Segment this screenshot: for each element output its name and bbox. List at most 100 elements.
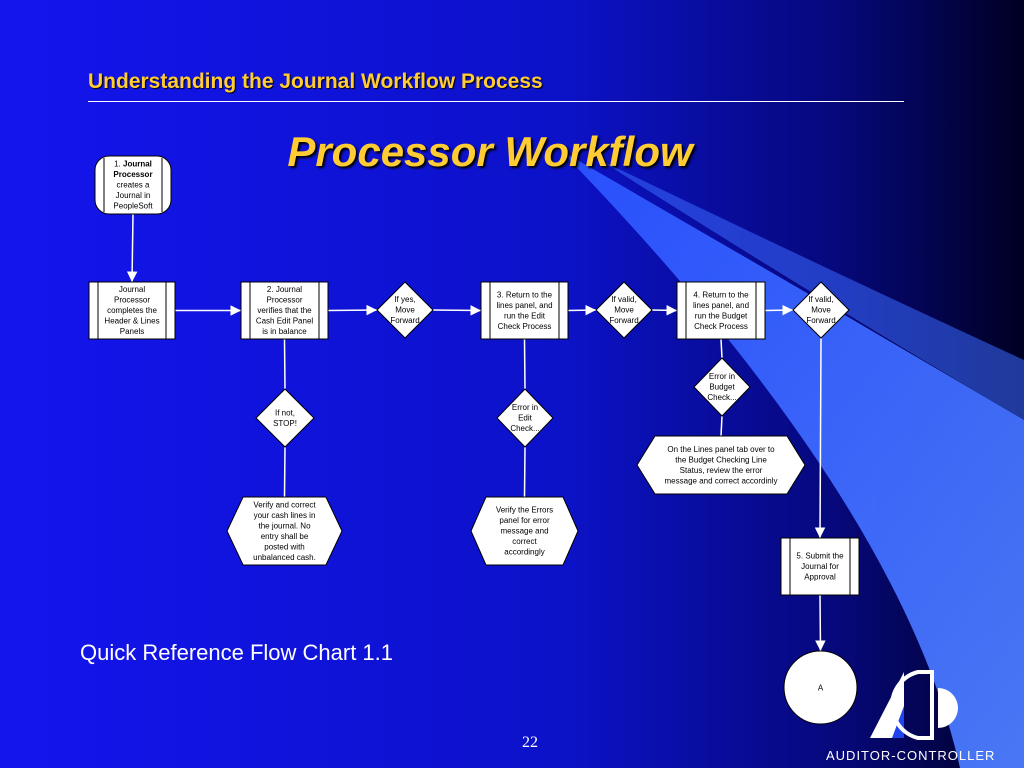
flow-edge-n4-d5 bbox=[523, 338, 526, 390]
logo-c-shape bbox=[938, 688, 958, 728]
flow-node-d6: Error in BudgetCheck... bbox=[693, 357, 751, 417]
flow-node-text: Error in bbox=[512, 403, 538, 412]
flow-node-text: Processor bbox=[266, 296, 302, 305]
flow-node-text: the Budget Checking Line bbox=[675, 455, 767, 464]
flow-node-text: run the Budget bbox=[695, 311, 748, 320]
flow-node-text: A bbox=[818, 684, 824, 693]
flow-edge-d1-n4 bbox=[432, 305, 482, 316]
page-number: 22 bbox=[522, 734, 538, 751]
main-title: Processor Workflow bbox=[287, 128, 693, 175]
flow-edge-d5-h2 bbox=[523, 446, 526, 498]
flow-node-h1: Verify and correct your cash lines inthe … bbox=[226, 496, 343, 566]
flow-node-text: Check Process bbox=[694, 322, 748, 331]
flow-node-text: Check... bbox=[707, 393, 736, 402]
flow-node-d5: Error in EditCheck... bbox=[496, 388, 554, 448]
flow-node-c1: A bbox=[783, 650, 858, 725]
flow-node-text: message and correct accordinly bbox=[665, 476, 778, 485]
caption: Quick Reference Flow Chart 1.1 bbox=[80, 640, 394, 665]
flow-node-text: PeopleSoft bbox=[113, 202, 153, 211]
flow-node-text: panel for error bbox=[499, 516, 550, 525]
auditor-controller-logo bbox=[870, 670, 958, 740]
flow-node-text: correct bbox=[512, 537, 537, 546]
flow-node-text: message and bbox=[500, 527, 548, 536]
flow-edge-n3-d4 bbox=[283, 338, 286, 390]
flow-node-text: lines panel, and bbox=[496, 301, 552, 310]
flow-node-text: posted with bbox=[264, 542, 304, 551]
flow-node-text: If valid, bbox=[611, 295, 636, 304]
flow-edge-d2-n5 bbox=[651, 305, 678, 316]
decorative-swoosh-highlight bbox=[600, 160, 1024, 420]
flow-node-text: Move bbox=[614, 306, 634, 315]
flow-node-text: On the Lines panel tab over to bbox=[667, 445, 775, 454]
flow-node-text: Budget bbox=[709, 383, 735, 392]
flow-node-text: is in balance bbox=[262, 327, 307, 336]
flow-edge-n5-d3 bbox=[764, 304, 794, 316]
decorative-swoosh bbox=[560, 150, 1024, 768]
flow-node-text: 4. Return to the bbox=[693, 290, 749, 299]
flow-node-text: entry shall be bbox=[261, 532, 309, 541]
flow-node-text: Move bbox=[395, 306, 415, 315]
flow-node-text: Journal for bbox=[801, 562, 839, 571]
header-divider bbox=[88, 101, 904, 102]
brand-label: AUDITOR-CONTROLLER bbox=[826, 748, 996, 763]
flow-node-text: Cash Edit Panel bbox=[256, 317, 314, 326]
flow-node-text: Error in bbox=[709, 372, 735, 381]
flow-node-text: Edit bbox=[518, 414, 533, 423]
flow-node-text: your cash lines in bbox=[254, 511, 316, 520]
flow-node-text: Header & Lines bbox=[104, 317, 159, 326]
flow-node-text: Verify and correct bbox=[253, 500, 316, 509]
flow-node-text: Panels bbox=[120, 327, 144, 336]
flow-node-text: Check... bbox=[510, 424, 539, 433]
logo-a-shape bbox=[890, 670, 934, 740]
flow-edge-n5-d6 bbox=[720, 338, 723, 359]
flow-node-text: 5. Submit the bbox=[796, 552, 844, 561]
flow-edge-n1-n2 bbox=[126, 213, 138, 283]
flow-node-text: lines panel, and bbox=[693, 301, 749, 310]
flow-node-text: 1. Journal bbox=[114, 160, 152, 169]
flow-node-text: Forward bbox=[390, 316, 419, 325]
flow-node-text: Verify the Errors bbox=[496, 506, 553, 515]
flow-edge-d6-h3 bbox=[720, 415, 723, 437]
flow-node-text: Check Process bbox=[498, 322, 552, 331]
flow-node-text: STOP! bbox=[273, 419, 297, 428]
flow-edge-n4-d2 bbox=[567, 304, 597, 316]
flow-node-text: 2. Journal bbox=[267, 285, 302, 294]
flow-node-text: Status, review the error bbox=[680, 466, 763, 475]
flow-node-text: Approval bbox=[804, 573, 836, 582]
flow-node-text: run the Edit bbox=[504, 311, 546, 320]
flow-node-text: the journal. No bbox=[258, 521, 311, 530]
flow-node-text: Forward bbox=[806, 316, 835, 325]
flow-edge-d4-h1 bbox=[283, 446, 286, 498]
flow-node-text: Move bbox=[811, 306, 831, 315]
flow-node-text: unbalanced cash. bbox=[253, 553, 316, 562]
flow-node-text: creates a bbox=[117, 181, 150, 190]
flow-node-text: If not, bbox=[275, 408, 295, 417]
flow-node-text: Processor bbox=[114, 296, 150, 305]
flow-edge-d3-n6 bbox=[814, 337, 826, 539]
flow-node-text: 3. Return to the bbox=[497, 290, 553, 299]
flow-node-text: Journal in bbox=[116, 191, 151, 200]
flow-edge-n6-c1 bbox=[815, 594, 826, 652]
header-title: Understanding the Journal Workflow Proce… bbox=[88, 70, 543, 93]
flow-node-d4: If not, STOP! bbox=[255, 388, 315, 448]
flow-node-text: Journal bbox=[119, 285, 145, 294]
flow-node-text: If valid, bbox=[808, 295, 833, 304]
flow-node-text: completes the bbox=[107, 306, 157, 315]
flow-node-text: Processor bbox=[113, 170, 152, 179]
flow-node-text: If yes, bbox=[394, 295, 415, 304]
flow-node-text: Forward bbox=[609, 316, 638, 325]
flow-edge-n3-d1 bbox=[327, 304, 378, 316]
